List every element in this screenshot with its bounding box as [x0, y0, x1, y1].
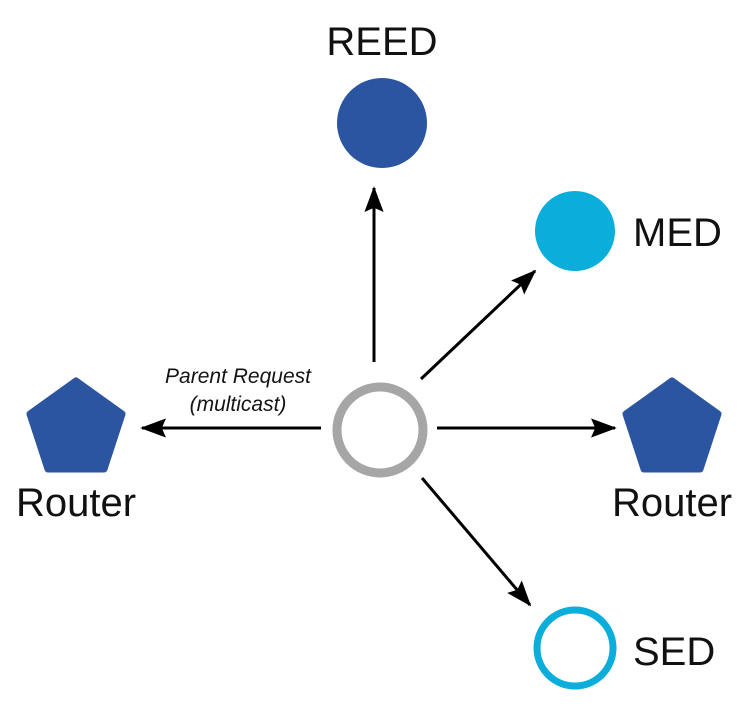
node-sed[interactable]: SED: [533, 606, 715, 690]
router-left-pentagon-icon[interactable]: [26, 377, 126, 473]
sed-circle-icon[interactable]: [533, 606, 617, 690]
node-joining-device[interactable]: [332, 382, 428, 478]
edges-group: [140, 186, 617, 607]
med-circle-icon[interactable]: [535, 191, 615, 271]
parent-request-label-line1: Parent Request: [165, 365, 312, 388]
router-left-label: Router: [16, 481, 136, 525]
node-reed[interactable]: REED: [326, 20, 438, 168]
router-right-label: Router: [612, 481, 732, 525]
med-label: MED: [633, 211, 722, 255]
reed-label: REED: [326, 20, 437, 64]
node-router-left[interactable]: Router: [16, 377, 136, 525]
joining-device-circle-icon[interactable]: [332, 382, 428, 478]
edge-to-med: [419, 269, 537, 381]
node-med[interactable]: MED: [535, 191, 722, 271]
router-right-pentagon-icon[interactable]: [622, 377, 722, 473]
parent-request-label-line2: (multicast): [190, 393, 287, 416]
reed-circle-icon[interactable]: [337, 78, 427, 168]
node-router-right[interactable]: Router: [612, 377, 732, 525]
parent-request-label: Parent Request (multicast): [165, 365, 312, 416]
edge-to-sed: [420, 477, 532, 607]
sed-label: SED: [633, 630, 715, 674]
